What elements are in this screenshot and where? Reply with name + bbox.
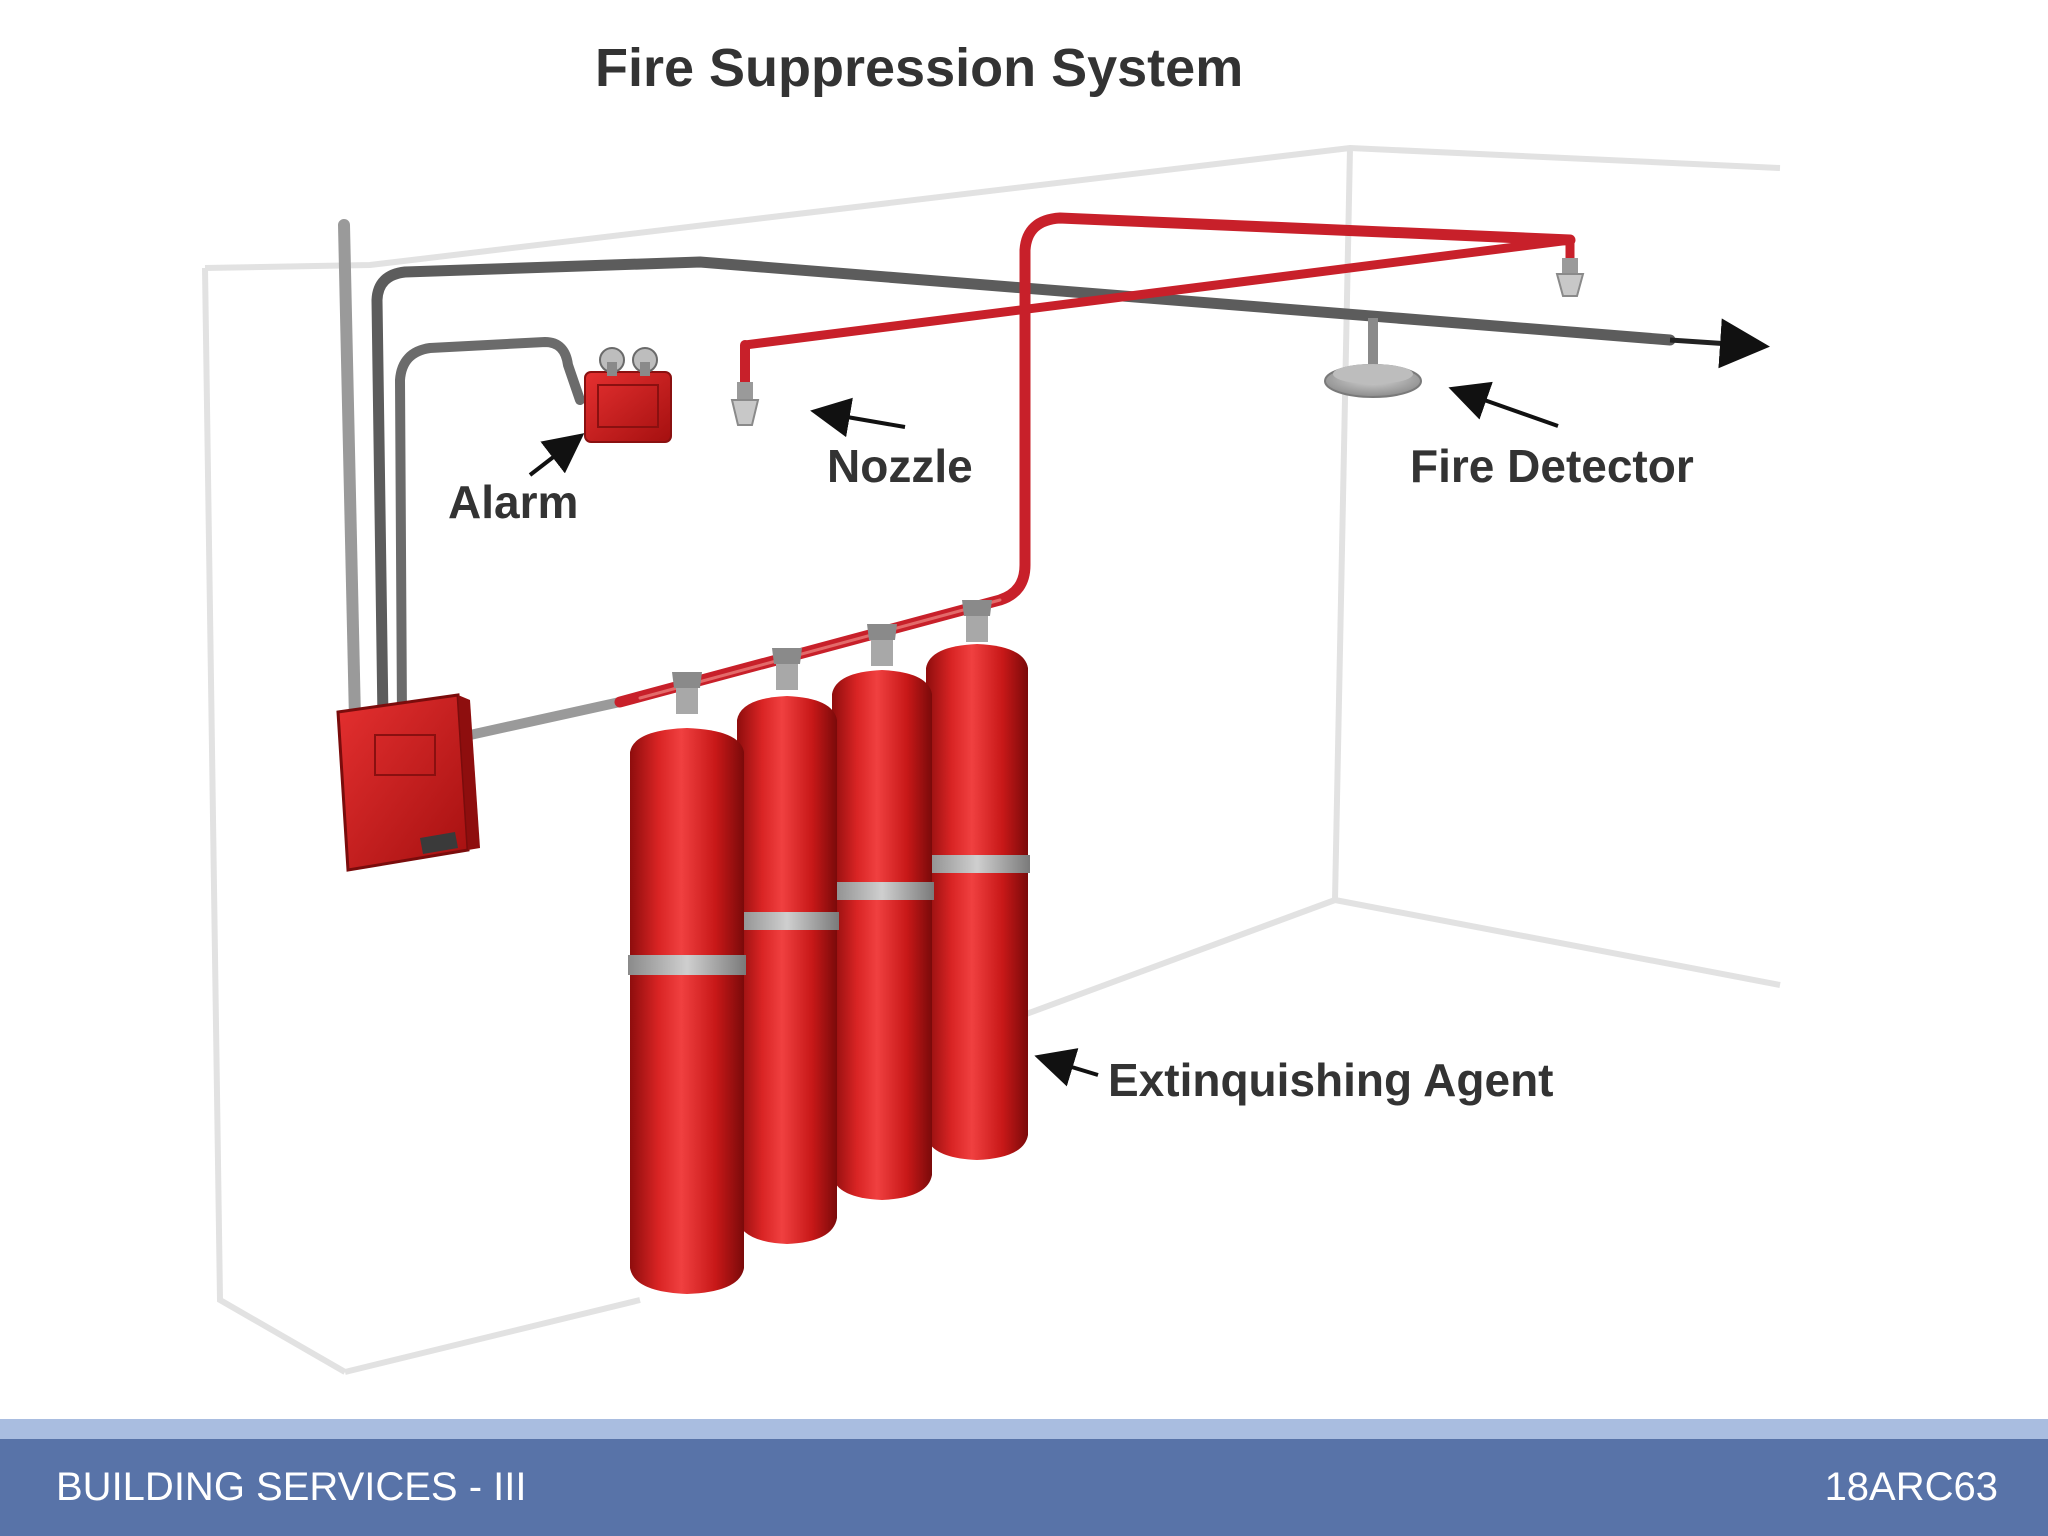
label-alarm: Alarm	[448, 476, 578, 528]
footer-accent-strip	[0, 1419, 2048, 1439]
agent-arrow-icon	[1034, 1048, 1099, 1087]
nozzle-arrow-icon	[810, 397, 906, 438]
footer-course-name: BUILDING SERVICES - III	[56, 1465, 527, 1509]
control-panel-icon	[336, 693, 480, 872]
room-outline	[202, 144, 1781, 1375]
alarm-icon	[584, 347, 672, 443]
detector-arrow-icon	[1448, 381, 1559, 428]
agent-cylinder	[924, 600, 1030, 1160]
agent-cylinder	[735, 648, 839, 1244]
nozzle-icon	[1555, 258, 1585, 297]
nozzle-icon	[730, 382, 760, 426]
control-conduit	[338, 219, 1676, 740]
footer-bar: BUILDING SERVICES - III 18ARC63	[0, 1439, 2048, 1536]
label-fire-detector: Fire Detector	[1410, 440, 1694, 492]
alarm-arrow-icon	[528, 433, 585, 477]
conduit-arrow-icon	[1669, 318, 1770, 369]
agent-cylinder	[830, 624, 934, 1200]
fire-detector-icon	[1324, 318, 1422, 398]
label-nozzle: Nozzle	[827, 440, 973, 492]
footer-course-code: 18ARC63	[1824, 1465, 1998, 1509]
diagram-title: Fire Suppression System	[595, 38, 1243, 98]
callout-arrows	[528, 381, 1559, 1087]
label-extinguishing-agent: Extinquishing Agent	[1108, 1054, 1554, 1106]
fire-suppression-illustration: Fire Suppression System	[202, 38, 1781, 1375]
agent-cylinder	[628, 672, 746, 1294]
